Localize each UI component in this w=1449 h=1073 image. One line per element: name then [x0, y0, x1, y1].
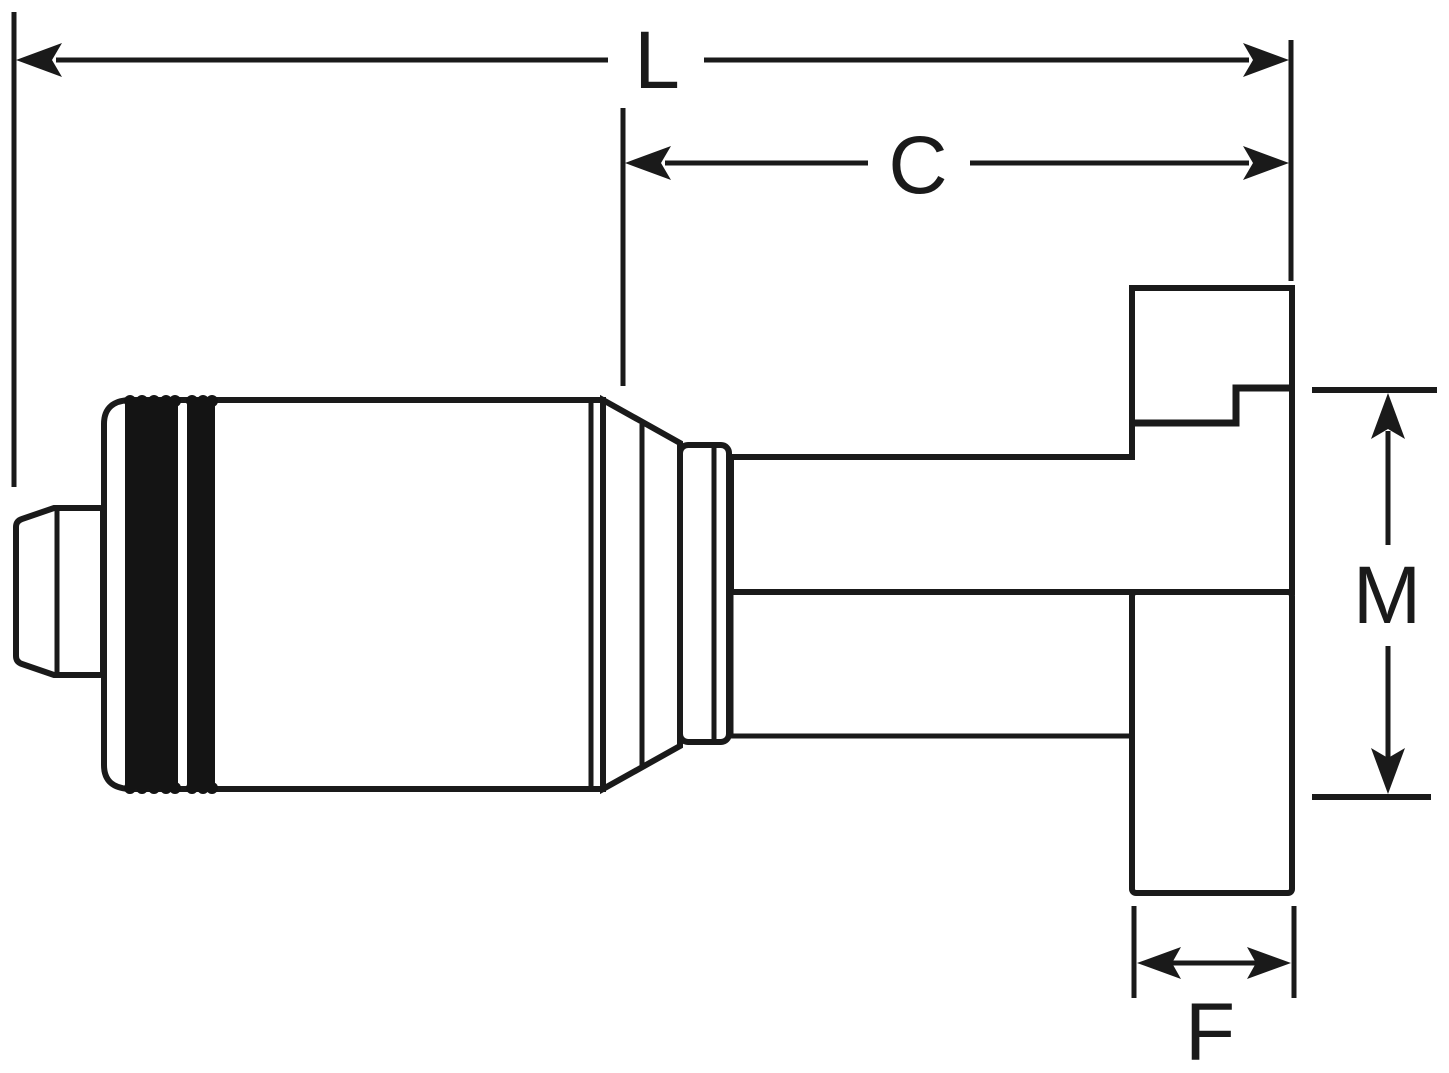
arrowhead-right-icon [1243, 43, 1289, 77]
flange-exterior-lower [1129, 589, 1295, 896]
arrowhead-left-icon [625, 146, 671, 180]
arrowhead-up-icon [1371, 393, 1405, 439]
section-hatch-lines [728, 285, 1295, 595]
arrowhead-right-icon [1247, 947, 1291, 979]
dimension-C: C [620, 108, 1289, 386]
section-hatch-region [731, 288, 1292, 592]
dimension-label-M: M [1353, 550, 1421, 641]
arrowhead-right-icon [1243, 146, 1289, 180]
crimp-shell [101, 397, 606, 792]
dimension-label-F: F [1185, 987, 1235, 1073]
dimension-L: L [11, 12, 1294, 487]
dimension-M: M [1312, 387, 1437, 800]
dimension-F: F [1131, 906, 1297, 1073]
flange-face-step-line [1132, 384, 1292, 427]
collar-ring [677, 442, 732, 745]
crimp-band-right [187, 400, 215, 789]
crimp-band-group [124, 395, 218, 794]
arrowhead-left-icon [1137, 947, 1181, 979]
dimension-label-L: L [634, 15, 680, 106]
taper-cone [600, 394, 683, 795]
flange-end [728, 285, 1295, 896]
crimp-band-left [125, 400, 178, 789]
crimp-coupling [13, 394, 732, 795]
dimension-label-C: C [888, 120, 947, 211]
shaft-exterior-lower [728, 589, 1135, 739]
arrowhead-left-icon [16, 43, 62, 77]
arrowhead-down-icon [1371, 748, 1405, 794]
